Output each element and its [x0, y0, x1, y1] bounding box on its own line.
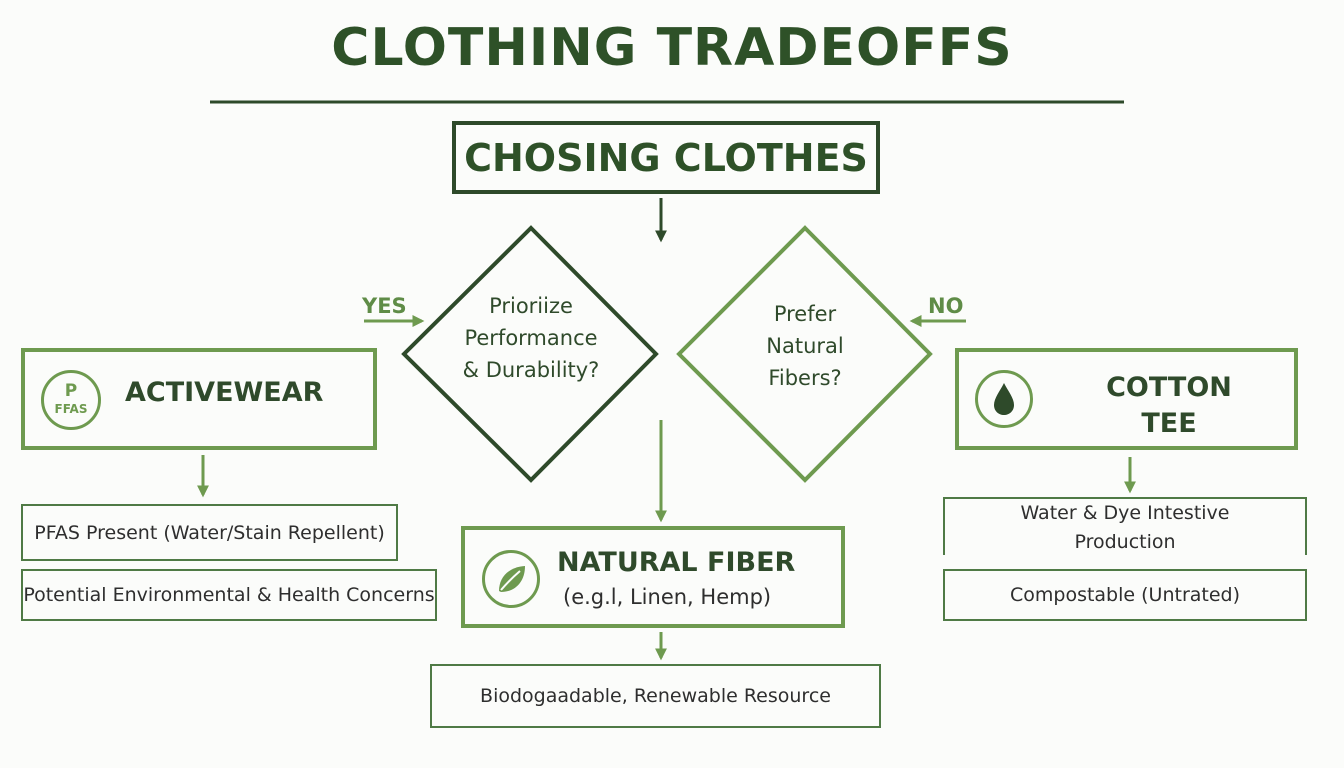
cotton-fact-compostable: Compostable (Untrated)	[943, 569, 1307, 621]
cotton-tee-title-line-2: TEE	[1141, 408, 1197, 439]
natural-fiber-title: NATURAL FIBER	[557, 547, 796, 578]
cotton-tee-node: COTTON TEE	[955, 348, 1298, 450]
cotton-fact-water-dye: Water & Dye Intestive Production	[943, 497, 1307, 555]
cotton-tee-title: COTTON TEE	[1049, 370, 1289, 442]
natural-fiber-node: NATURAL FIBER (e.g.l, Linen, Hemp)	[461, 526, 845, 628]
activewear-fact-concerns: Potential Environmental & Health Concern…	[21, 569, 437, 621]
decision-performance-line-1: Prioriize	[489, 294, 573, 318]
pfas-badge-icon: P FFAS	[41, 370, 101, 430]
pfas-badge-line-1: P	[64, 381, 78, 401]
activewear-node: P FFAS ACTIVEWEAR	[21, 348, 377, 450]
yes-label: YES	[362, 294, 407, 318]
pfas-badge-line-2: FFAS	[54, 402, 88, 416]
cotton-tee-title-line-1: COTTON	[1106, 372, 1232, 403]
decision-diamond-natural	[676, 225, 933, 483]
activewear-title: ACTIVEWEAR	[125, 377, 324, 408]
cotton-fact-water-dye-line-1: Water & Dye Intestive	[1020, 502, 1230, 524]
decision-diamond-performance	[401, 225, 659, 483]
water-drop-icon	[975, 370, 1033, 428]
decision-natural-line-1: Prefer	[773, 302, 837, 326]
decision-natural-text: Prefer Natural Fibers?	[705, 298, 905, 394]
natural-fiber-subtitle: (e.g.l, Linen, Hemp)	[563, 585, 772, 609]
decision-performance-line-3: & Durability?	[462, 358, 600, 382]
decision-natural-line-3: Fibers?	[768, 366, 842, 390]
cotton-fact-water-dye-line-2: Production	[1074, 531, 1176, 553]
no-label: NO	[928, 294, 964, 318]
decision-performance-text: Prioriize Performance & Durability?	[431, 290, 631, 386]
natural-fiber-fact: Biodogaadable, Renewable Resource	[430, 664, 881, 728]
decision-natural-line-2: Natural	[766, 334, 844, 358]
decision-performance-line-2: Performance	[464, 326, 598, 350]
start-node-box: CHOSING CLOTHES	[452, 121, 880, 194]
page-title: CLOTHING TRADEOFFS	[331, 18, 1013, 78]
activewear-fact-pfas: PFAS Present (Water/Stain Repellent)	[21, 504, 398, 561]
leaf-icon	[482, 550, 540, 608]
